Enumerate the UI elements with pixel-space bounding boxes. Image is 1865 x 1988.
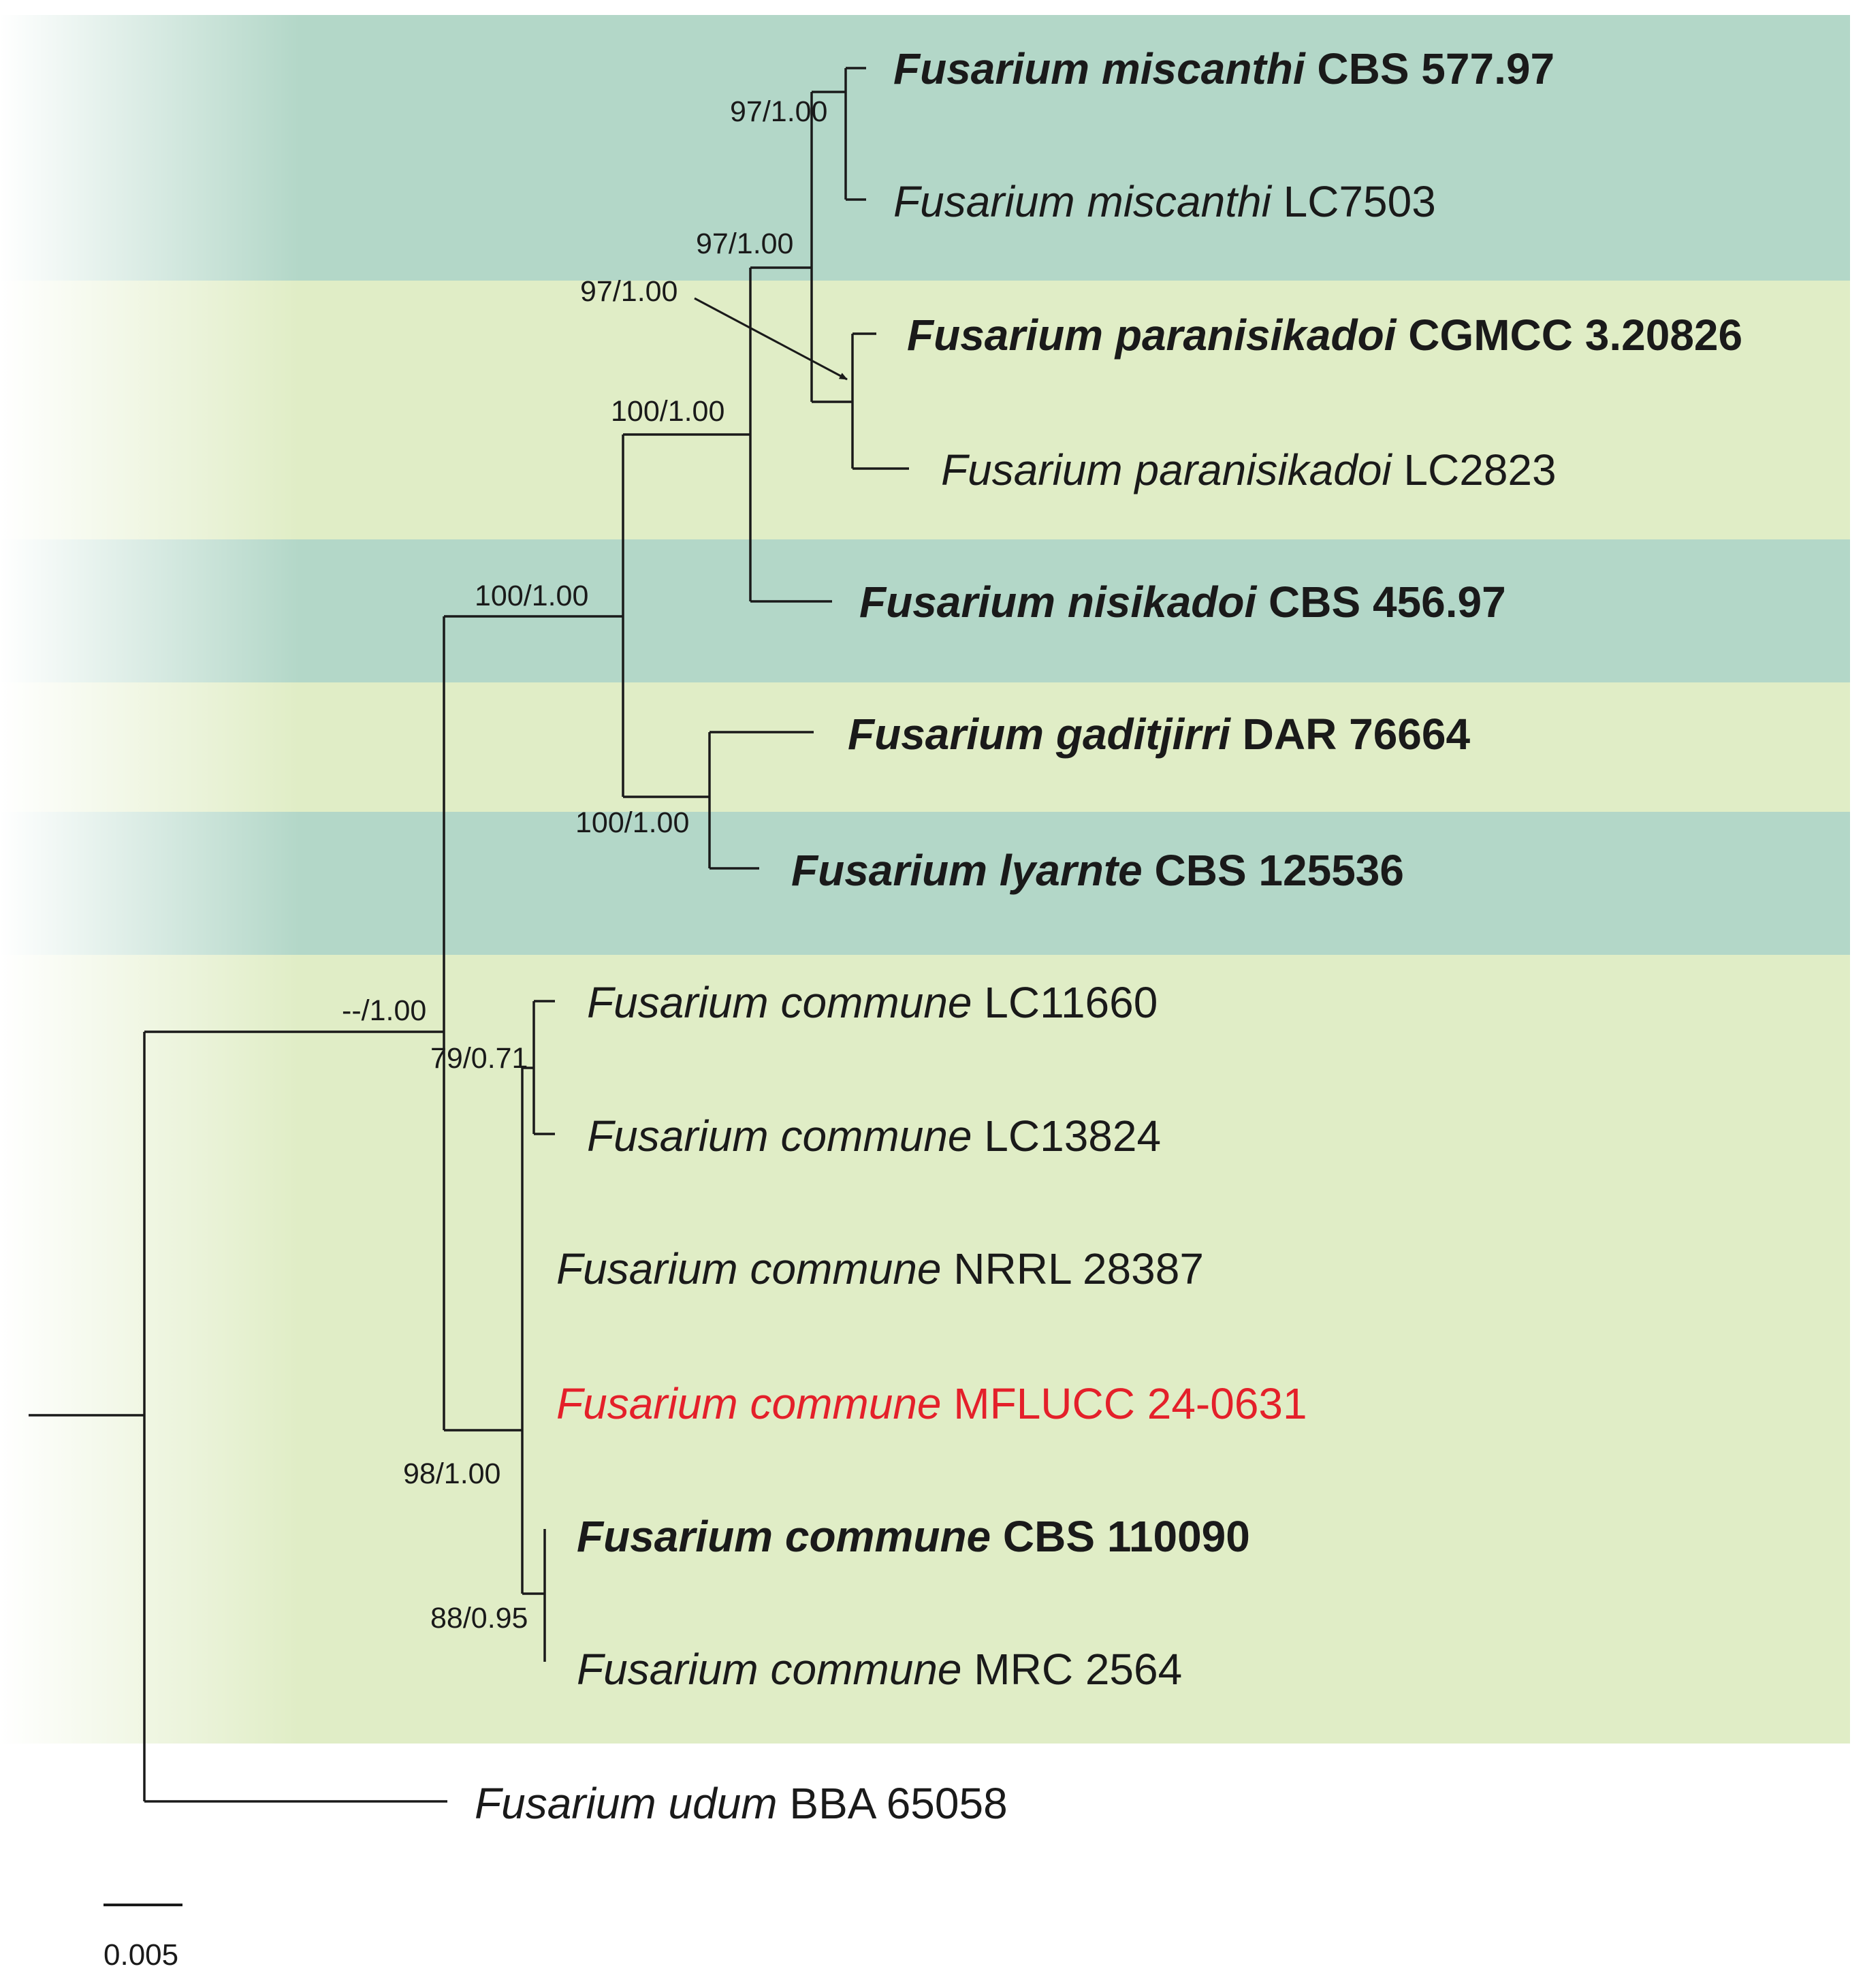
taxon-species-name: Fusarium commune xyxy=(577,1512,991,1561)
taxon-label: Fusarium commune CBS 110090 xyxy=(577,1512,1250,1561)
clade-bands xyxy=(0,15,1850,1744)
taxon-label: Fusarium paranisikadoi LC2823 xyxy=(941,445,1557,494)
taxon-strain: CGMCC 3.20826 xyxy=(1396,311,1742,360)
taxon-species-name: Fusarium commune xyxy=(556,1244,942,1293)
taxon-label: Fusarium commune NRRL 28387 xyxy=(556,1244,1204,1293)
support-value: 100/1.00 xyxy=(575,806,689,839)
taxon-label: Fusarium paranisikadoi CGMCC 3.20826 xyxy=(907,311,1742,360)
taxon-label: Fusarium miscanthi CBS 577.97 xyxy=(893,44,1555,93)
support-value: 97/1.00 xyxy=(696,227,793,260)
taxon-species-name: Fusarium commune xyxy=(577,1645,962,1694)
support-value: 98/1.00 xyxy=(403,1457,500,1490)
taxon-species-name: Fusarium miscanthi xyxy=(893,177,1273,226)
taxon-species-name: Fusarium gaditjirri xyxy=(848,710,1231,759)
support-pointer-arrow xyxy=(694,297,848,381)
tree-branches xyxy=(29,67,909,1906)
taxon-species-name: Fusarium commune xyxy=(587,978,972,1027)
taxon-strain: CBS 577.97 xyxy=(1305,44,1555,93)
taxon-strain: NRRL 28387 xyxy=(942,1244,1204,1293)
taxon-label: Fusarium commune MFLUCC 24-0631 xyxy=(556,1379,1307,1428)
support-value: 97/1.00 xyxy=(580,275,678,308)
taxon-species-name: Fusarium nisikadoi xyxy=(859,578,1257,627)
support-value: 88/0.95 xyxy=(430,1602,528,1635)
taxon-strain: MRC 2564 xyxy=(962,1645,1183,1694)
taxon-label: Fusarium commune LC11660 xyxy=(587,978,1158,1027)
taxon-label: Fusarium lyarnte CBS 125536 xyxy=(791,846,1404,895)
taxon-strain: CBS 456.97 xyxy=(1256,578,1505,627)
support-value: 79/0.71 xyxy=(430,1042,528,1075)
taxon-label: Fusarium gaditjirri DAR 76664 xyxy=(848,710,1470,759)
support-value: 100/1.00 xyxy=(611,395,724,428)
taxon-strain: MFLUCC 24-0631 xyxy=(942,1379,1307,1428)
taxon-label: Fusarium nisikadoi CBS 456.97 xyxy=(859,578,1506,627)
taxon-species-name: Fusarium commune xyxy=(587,1111,972,1161)
taxon-strain: LC7503 xyxy=(1271,177,1436,226)
taxon-label: Fusarium commune MRC 2564 xyxy=(577,1645,1182,1694)
taxon-label: Fusarium miscanthi LC7503 xyxy=(893,177,1436,226)
taxon-strain: DAR 76664 xyxy=(1230,710,1471,759)
taxon-label: Fusarium commune LC13824 xyxy=(587,1111,1161,1161)
taxon-strain: CBS 125536 xyxy=(1143,846,1404,895)
taxon-strain: BBA 65058 xyxy=(778,1779,1008,1828)
support-values: 97/1.00 97/1.00 97/1.00 100/1.00 100/1.0… xyxy=(342,95,827,1635)
support-value: 97/1.00 xyxy=(730,95,827,128)
taxon-species-name: Fusarium paranisikadoi xyxy=(907,311,1397,360)
support-value: 100/1.00 xyxy=(475,580,588,612)
taxon-species-name: Fusarium commune xyxy=(556,1379,942,1428)
taxon-species-name: Fusarium paranisikadoi xyxy=(941,445,1392,494)
taxon-strain: LC13824 xyxy=(972,1111,1162,1161)
taxon-strain: LC11660 xyxy=(972,978,1158,1027)
taxon-strain: CBS 110090 xyxy=(991,1512,1250,1561)
taxon-species-name: Fusarium udum xyxy=(475,1779,778,1828)
taxon-label: Fusarium udum BBA 65058 xyxy=(475,1779,1008,1828)
taxon-species-name: Fusarium miscanthi xyxy=(893,44,1306,93)
scale-bar-label: 0.005 xyxy=(103,1938,178,1972)
support-value: --/1.00 xyxy=(342,994,426,1027)
taxon-species-name: Fusarium lyarnte xyxy=(791,846,1143,895)
taxon-strain: LC2823 xyxy=(1392,445,1557,494)
band-fade-overlay xyxy=(0,15,749,1744)
